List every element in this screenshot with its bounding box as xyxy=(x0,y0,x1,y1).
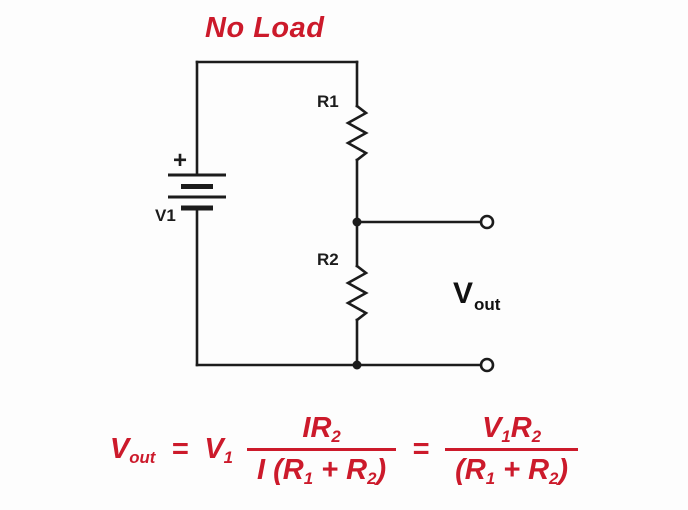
frac2-num-b: R xyxy=(510,412,532,444)
circuit-svg: + V1 R1 R2 Vout xyxy=(155,60,501,373)
frac2-den-b-sub: 2 xyxy=(549,469,559,489)
diagram-title: No Load xyxy=(205,12,325,44)
junction-dot-bottom xyxy=(352,360,362,370)
formula-vout-base: V xyxy=(109,433,130,466)
formula-equals-2: = xyxy=(412,433,430,466)
frac1-den-c: ) xyxy=(376,454,387,487)
battery-label: V1 xyxy=(155,206,176,225)
frac1-den-b-sub: 2 xyxy=(367,469,377,489)
vout-subscript: out xyxy=(474,295,501,314)
resistor-r2-label: R2 xyxy=(317,250,339,269)
formula-equals-1: = xyxy=(171,433,189,466)
frac2-den-a-sub: 1 xyxy=(485,469,496,489)
frac1-num-sub: 2 xyxy=(331,426,341,446)
formula-v1-base: V xyxy=(204,433,224,466)
junction-dot-tap xyxy=(352,217,362,227)
resistor-r2-zigzag xyxy=(345,264,369,322)
frac2-num-a-sub: 1 xyxy=(501,426,511,446)
fraction-2-numerator: V1R2 xyxy=(472,412,551,448)
terminal-bottom-circle xyxy=(479,357,495,373)
battery-plus-sign: + xyxy=(173,147,187,174)
frac2-den-a: (R xyxy=(455,454,486,487)
frac1-den-b: + R xyxy=(313,454,368,487)
vout-base: V xyxy=(453,277,473,310)
fraction-2-denominator: (R1 + R2) xyxy=(445,448,579,489)
frac2-num-a: V xyxy=(482,412,502,444)
formula-vout: Vout xyxy=(109,433,156,467)
frac1-den-a-sub: 1 xyxy=(303,469,314,489)
formula-fraction-1: IR2 I (R1 + R2) xyxy=(247,412,397,489)
formula: Vout = V1 IR2 I (R1 + R2) = V1R2 (R1 + R… xyxy=(0,412,688,488)
frac1-num-main: IR xyxy=(302,412,332,444)
fraction-1-numerator: IR2 xyxy=(292,412,350,448)
terminal-top-circle xyxy=(479,214,495,230)
formula-v1-sub: 1 xyxy=(223,447,234,467)
formula-vout-sub: out xyxy=(129,447,156,467)
frac2-den-c: ) xyxy=(558,454,569,487)
formula-v1: V1 xyxy=(204,433,234,467)
vout-label: Vout xyxy=(453,277,501,314)
resistor-r1-label: R1 xyxy=(317,92,339,111)
resistor-r1-zigzag xyxy=(345,104,369,162)
formula-fraction-2: V1R2 (R1 + R2) xyxy=(445,412,579,489)
fraction-1-denominator: I (R1 + R2) xyxy=(247,448,397,489)
frac2-num-b-sub: 2 xyxy=(531,426,542,446)
frac1-den-a: I (R xyxy=(257,454,304,487)
frac2-den-b: + R xyxy=(495,454,550,487)
